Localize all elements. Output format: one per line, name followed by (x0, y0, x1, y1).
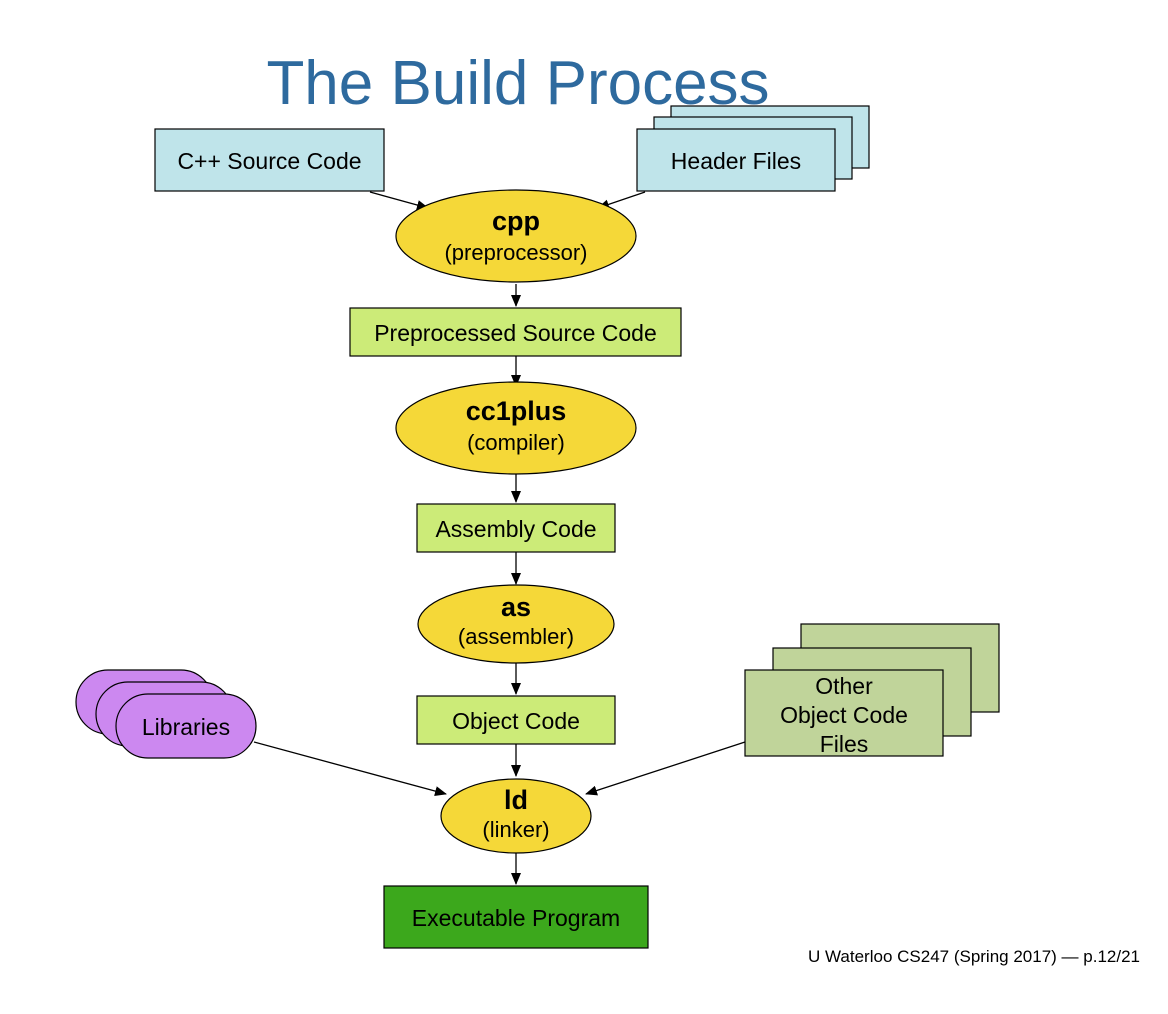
as-role: (assembler) (458, 624, 574, 649)
other-objects-line1: Other (815, 673, 873, 699)
cpp-role: (preprocessor) (444, 240, 587, 265)
cpp-source-node: C++ Source Code (154, 128, 385, 192)
libraries-node: Libraries (75, 669, 257, 759)
executable-label: Executable Program (412, 905, 620, 931)
cc1plus-node: cc1plus (compiler) (395, 381, 637, 475)
libraries-label: Libraries (142, 714, 230, 740)
edges (253, 191, 746, 885)
executable-node: Executable Program (383, 885, 649, 949)
edge-source-to-cpp (369, 191, 429, 210)
cpp-name: cpp (492, 206, 540, 236)
other-objects-line2: Object Code (780, 702, 908, 728)
header-files-node: Header Files (636, 105, 870, 192)
ld-role: (linker) (482, 817, 549, 842)
other-objects-line3: Files (820, 731, 869, 757)
slide-footer: U Waterloo CS247 (Spring 2017) — p.12/21 (808, 947, 1140, 966)
preprocessed-label: Preprocessed Source Code (374, 320, 657, 346)
ld-name: ld (504, 785, 528, 815)
as-node: as (assembler) (417, 584, 615, 664)
object-code-node: Object Code (416, 695, 616, 745)
object-code-label: Object Code (452, 708, 580, 734)
assembly-node: Assembly Code (416, 503, 616, 553)
preprocessed-node: Preprocessed Source Code (349, 307, 682, 357)
cc1plus-role: (compiler) (467, 430, 565, 455)
as-name: as (501, 592, 531, 622)
assembly-label: Assembly Code (435, 516, 596, 542)
header-files-label: Header Files (671, 148, 801, 174)
edge-other-objects-to-ld (585, 741, 746, 796)
other-object-files-node: Other Object Code Files (744, 623, 1000, 757)
cpp-source-label: C++ Source Code (177, 148, 361, 174)
edge-libraries-to-ld (253, 741, 447, 796)
cc1plus-name: cc1plus (466, 396, 567, 426)
cpp-node: cpp (preprocessor) (395, 189, 637, 283)
ld-node: ld (linker) (440, 778, 592, 854)
